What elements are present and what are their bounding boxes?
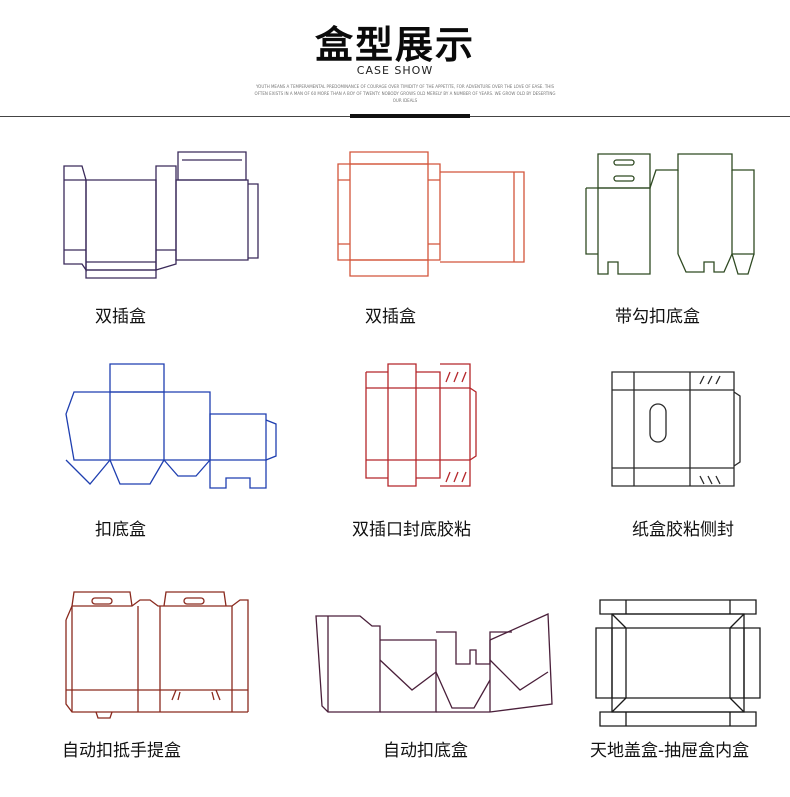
header: 盒型展示 CASE SHOW YOUTH MEANS A TEMPERAMENT… [0,0,790,120]
page-title: 盒型展示 [314,23,475,67]
box-label-3: 带勾扣底盒 [615,307,700,327]
box-label-8: 自动扣底盒 [383,741,468,761]
box-label-9: 天地盖盒-抽屉盒内盒 [590,741,750,761]
page-subtitle: CASE SHOW [356,64,434,77]
box-label-1: 双插盒 [95,307,146,327]
box-label-4: 扣底盒 [95,520,146,540]
box-label-2: 双插盒 [365,307,416,327]
header-divider-accent [350,114,470,118]
tagline-text: YOUTH MEANS A TEMPERAMENTAL PREDOMINANCE… [254,84,556,103]
box-label-6: 纸盒胶粘侧封 [632,520,734,540]
box-label-5: 双插口封底胶粘 [352,520,471,540]
box-label-7: 自动扣抵手提盒 [62,741,181,761]
